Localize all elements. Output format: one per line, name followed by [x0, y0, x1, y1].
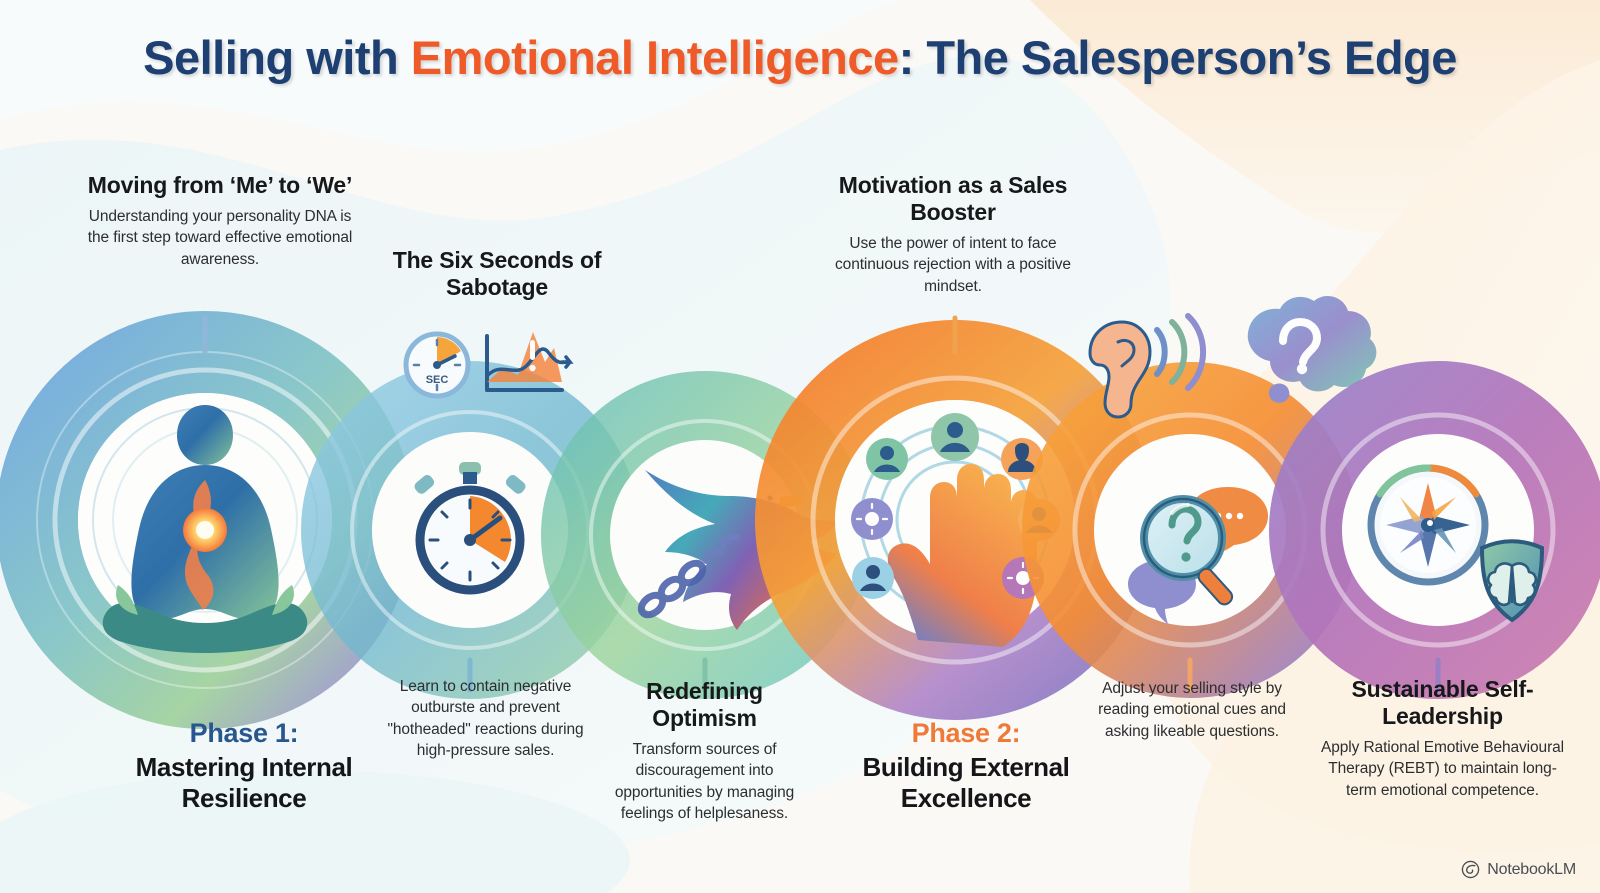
step-heading: Redefining Optimism [646, 678, 763, 731]
step-body: Learn to contain negative outburste and … [387, 678, 584, 760]
spike-chart-alert-icon [485, 332, 574, 392]
label-self-leadership: Sustainable Self-Leadership Apply Ration… [1320, 676, 1565, 801]
label-motivation: Motivation as a Sales Booster Use the po… [818, 172, 1088, 297]
label-redefining-optimism: Redefining Optimism Transform sources of… [592, 678, 817, 824]
compass-brain-shield-icon [1367, 464, 1545, 623]
phase-number: Phase 2: [911, 718, 1021, 748]
ring-self-leadership [1269, 361, 1600, 699]
ear-listening-icon [1088, 320, 1152, 419]
watermark-label: NotebookLM [1487, 860, 1576, 878]
step-body: Transform sources of discouragement into… [614, 740, 795, 822]
phase-1-label: Phase 1: Mastering Internal Resilience [98, 718, 390, 814]
page-title: Selling with Emotional Intelligence: The… [0, 30, 1600, 85]
phase-number: Phase 1: [189, 718, 299, 748]
step-body: Understanding your personality DNA is th… [87, 207, 353, 268]
person-avatar-icons [851, 413, 1060, 599]
title-part-2: : The Salesperson’s Edge [898, 31, 1458, 84]
phase-title: Mastering Internal Resilience [135, 752, 353, 814]
sound-wave-icon [1154, 313, 1207, 391]
open-hand-network-icon [887, 464, 1037, 647]
notebooklm-spiral-icon [1462, 860, 1480, 879]
step-heading: The Six Seconds of Sabotage [392, 247, 602, 300]
label-six-seconds-body: Learn to contain negative outburste and … [378, 676, 593, 762]
step-heading: Moving from ‘Me’ to ‘We’ [87, 172, 353, 198]
phase-title: Building External Excellence [862, 752, 1070, 814]
ring-motivation [755, 320, 1155, 720]
step-body: Apply Rational Emotive Behavioural Thera… [1320, 738, 1564, 799]
step-heading: Sustainable Self-Leadership [1351, 676, 1534, 729]
meditating-figure-icon [102, 405, 308, 653]
step-body: Use the power of intent to face continuo… [835, 234, 1071, 295]
magnifier-question-icon [1128, 487, 1268, 624]
title-part-1: Selling with [143, 31, 411, 84]
thought-bubble-question-icon [1247, 296, 1377, 403]
gauge-label: SEC [426, 374, 449, 386]
label-me-to-we: Moving from ‘Me’ to ‘We’ Understanding y… [80, 172, 360, 270]
step-body: Adjust your selling style by reading emo… [1098, 680, 1286, 740]
label-emotional-cues: Adjust your selling style by reading emo… [1078, 678, 1306, 742]
phase-2-label: Phase 2: Building External Excellence [820, 718, 1112, 814]
label-six-seconds-heading: The Six Seconds of Sabotage [372, 247, 622, 301]
title-highlight: Emotional Intelligence [410, 31, 899, 84]
sec-gauge-icon: SEC [403, 331, 471, 399]
stopwatch-icon [414, 462, 526, 595]
watermark: NotebookLM [1461, 860, 1576, 879]
step-heading: Motivation as a Sales Booster [838, 172, 1068, 225]
connector-stems [202, 315, 1441, 693]
